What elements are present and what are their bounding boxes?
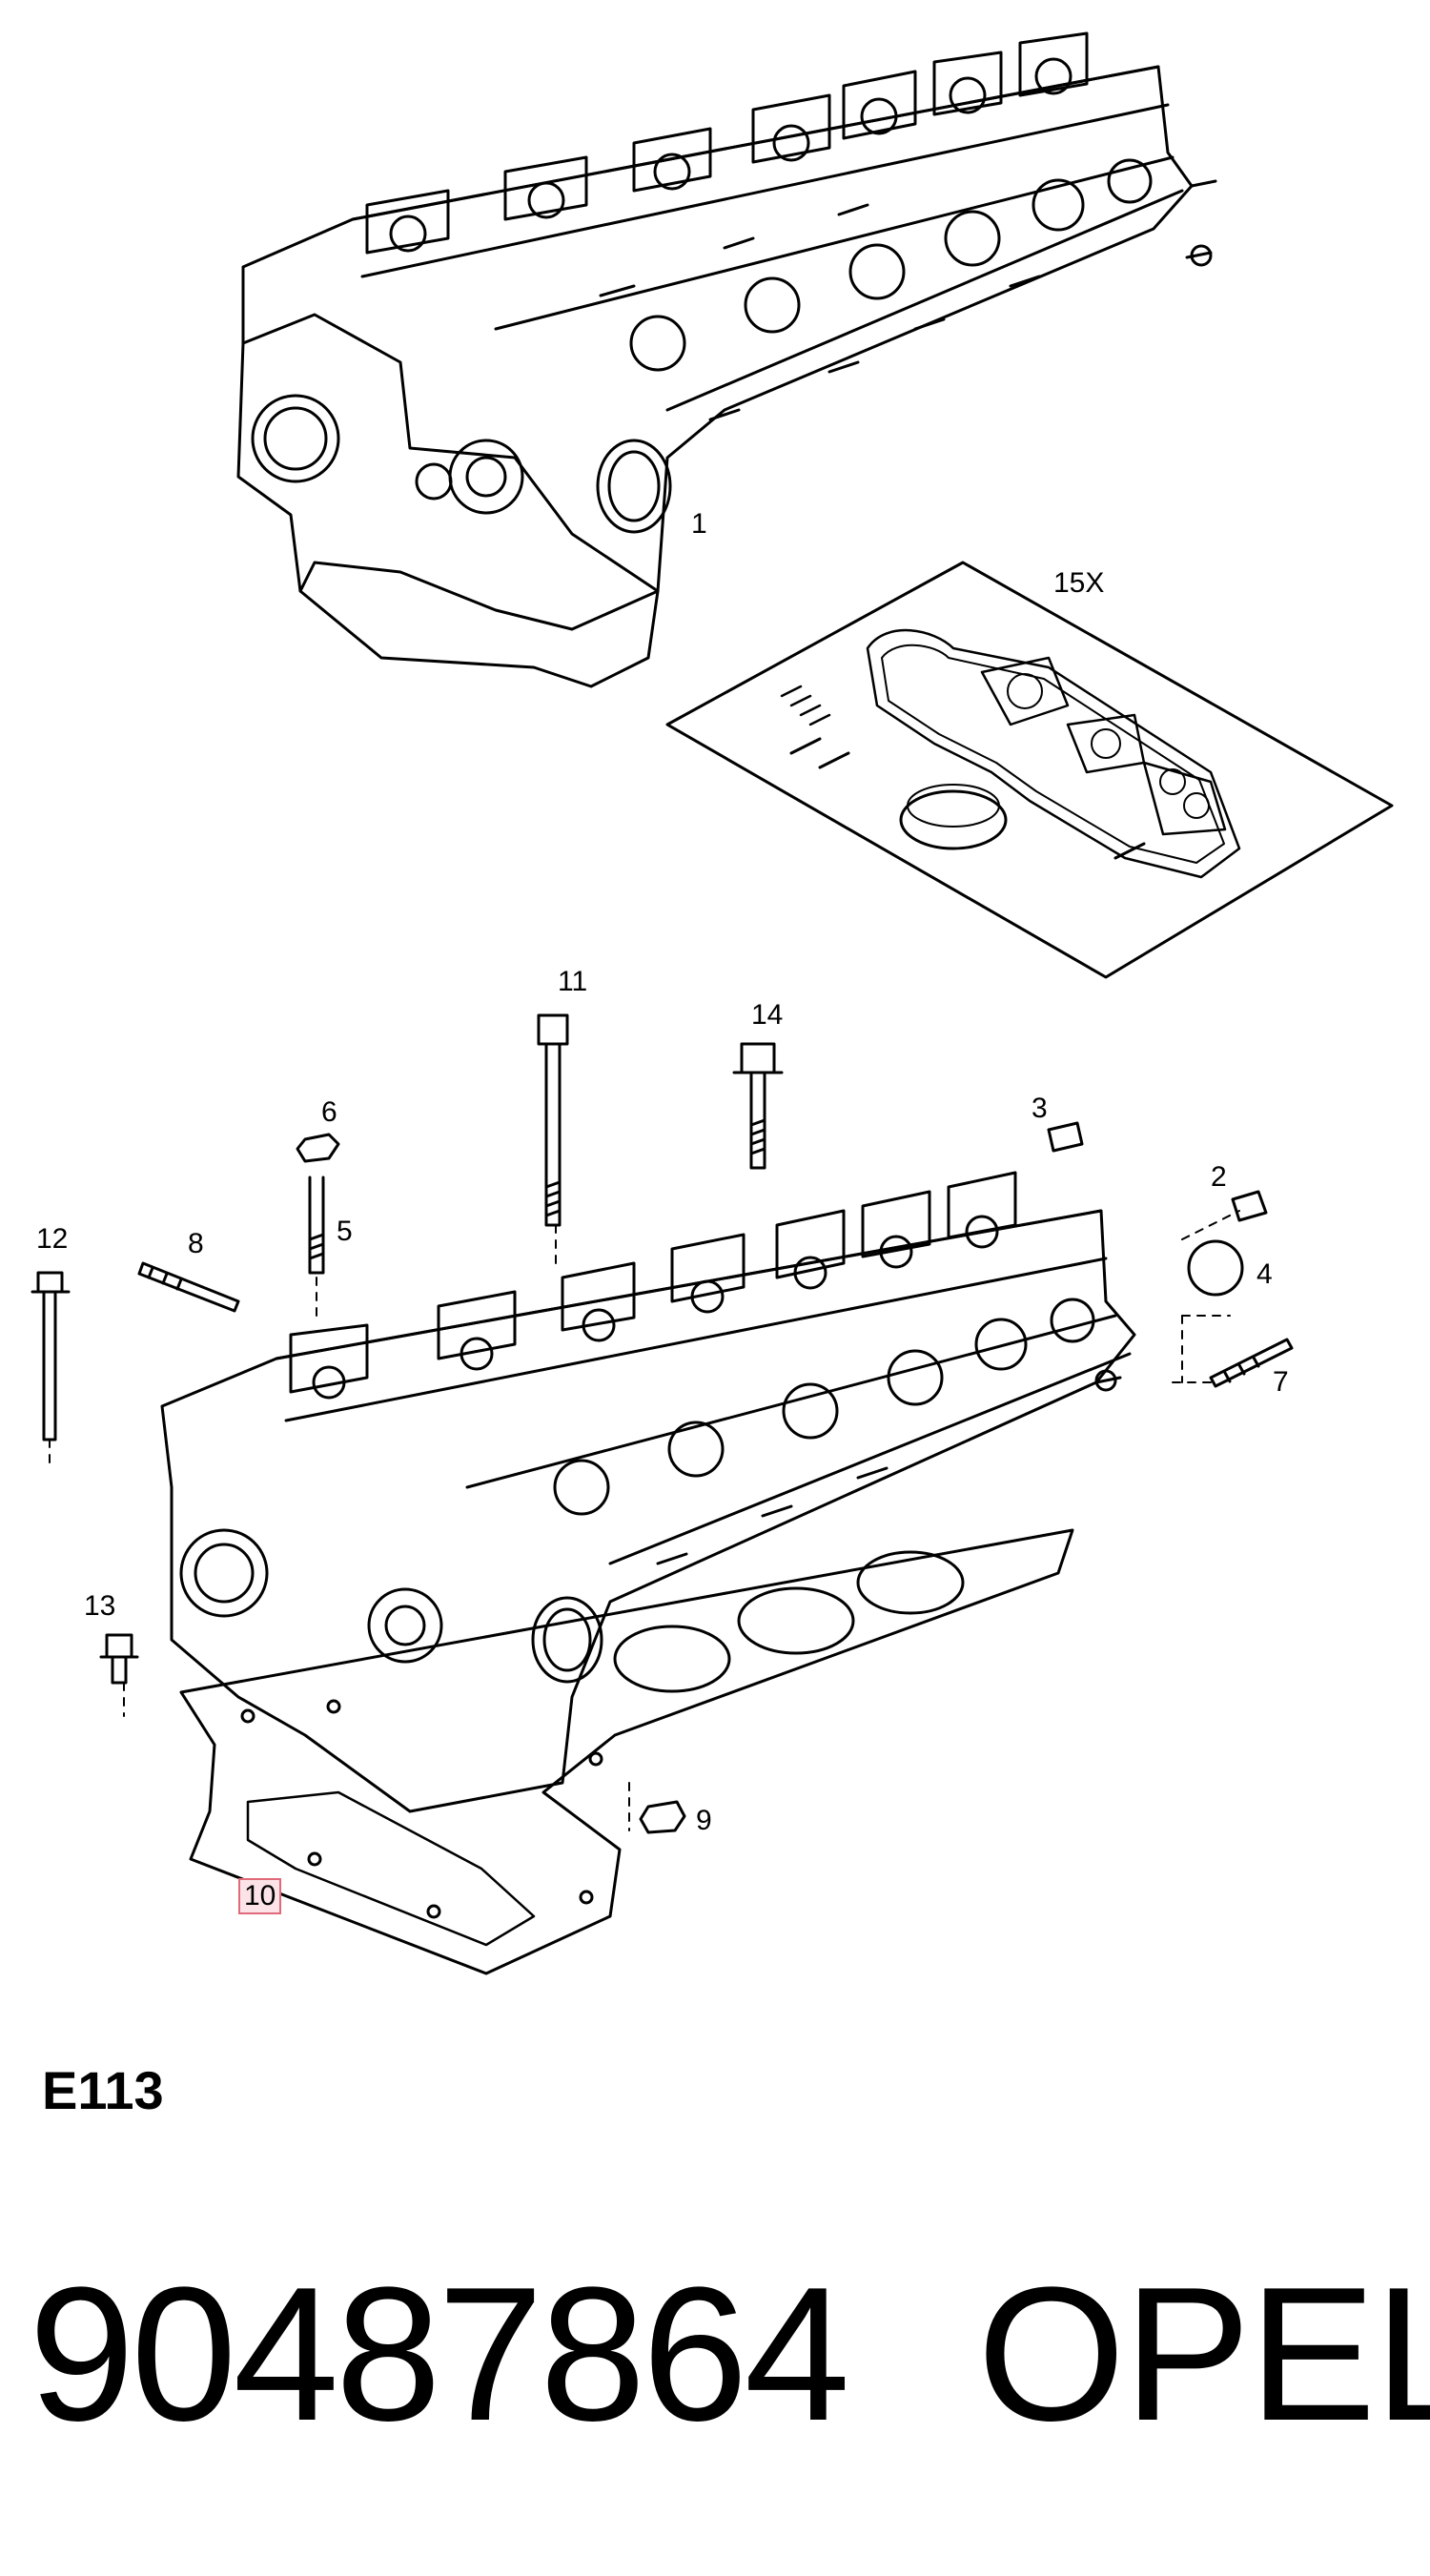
callout-5: 5 bbox=[337, 1216, 353, 1247]
gasket-set-box bbox=[665, 561, 1394, 979]
plug-2-illustration bbox=[1231, 1190, 1268, 1222]
stud-7-illustration bbox=[1209, 1338, 1294, 1388]
callout-1: 1 bbox=[691, 508, 707, 540]
callout-9: 9 bbox=[696, 1805, 712, 1836]
head-bolt-11-illustration bbox=[537, 1013, 569, 1227]
brand-name: OPEL bbox=[977, 2248, 1430, 2461]
callout-6: 6 bbox=[321, 1096, 337, 1128]
bolt-14-illustration bbox=[732, 1042, 784, 1170]
plug-3-illustration bbox=[1047, 1121, 1084, 1153]
cylinder-head-exploded-illustration bbox=[160, 1171, 1136, 1813]
callout-8: 8 bbox=[188, 1228, 204, 1259]
nut-9-illustration bbox=[639, 1800, 686, 1834]
callout-10-highlighted[interactable]: 10 bbox=[238, 1878, 282, 1914]
head-gasket-illustration bbox=[179, 1528, 1074, 1975]
cap-4-illustration bbox=[1187, 1239, 1244, 1297]
figure-code: E113 bbox=[42, 2060, 164, 2120]
callout-14: 14 bbox=[751, 999, 784, 1031]
callout-4: 4 bbox=[1256, 1258, 1273, 1290]
callout-12: 12 bbox=[36, 1223, 69, 1255]
bolt-12-illustration bbox=[31, 1271, 71, 1441]
callout-13: 13 bbox=[84, 1590, 116, 1622]
callout-2: 2 bbox=[1211, 1161, 1227, 1193]
stud-5-nut-6-illustration bbox=[296, 1133, 340, 1275]
callout-11: 11 bbox=[558, 966, 588, 997]
callout-3: 3 bbox=[1032, 1093, 1048, 1124]
part-number: 90487864 bbox=[29, 2248, 850, 2461]
bolt-13-illustration bbox=[99, 1633, 139, 1685]
stud-8-illustration bbox=[137, 1261, 240, 1313]
callout-7: 7 bbox=[1273, 1366, 1289, 1398]
cylinder-head-top-illustration bbox=[236, 31, 1217, 688]
callout-15x: 15X bbox=[1053, 567, 1105, 599]
